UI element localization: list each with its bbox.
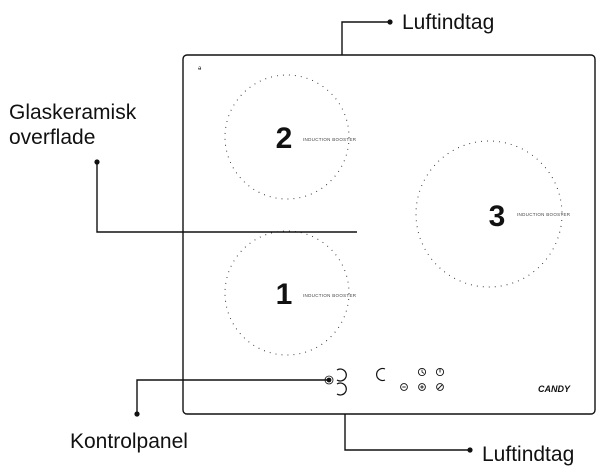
- callout-glass-ceramic: Glaskeramisk overflade: [9, 101, 357, 233]
- lock-stroke: [437, 384, 443, 390]
- zone-3-ring: [415, 140, 563, 288]
- zone-1: 1 INDUCTION BOOSTER: [224, 230, 357, 356]
- plus-icon[interactable]: [418, 383, 426, 391]
- lock-icon[interactable]: [436, 383, 444, 391]
- cooktop-outline: [182, 54, 596, 415]
- zone-2-number: 2: [276, 122, 293, 155]
- control-panel: [324, 367, 445, 396]
- zone-1-label: INDUCTION BOOSTER: [303, 293, 357, 298]
- zone-3: 3 INDUCTION BOOSTER: [415, 140, 571, 288]
- touch-arc-icon[interactable]: [336, 368, 347, 382]
- timer-hands: [421, 369, 425, 374]
- corner-mark: ə: [198, 66, 202, 72]
- zone-1-ring: [224, 230, 350, 356]
- minus-icon[interactable]: [400, 383, 408, 391]
- zone-2-label: INDUCTION BOOSTER: [303, 137, 357, 142]
- callout-control-panel: Kontrolpanel: [70, 379, 329, 453]
- callout-label-glass-ceramic-line2: overflade: [9, 126, 95, 149]
- brand-logo: CANDY: [538, 384, 571, 394]
- callout-label-air-intake-bottom: Luftindtag: [482, 443, 574, 466]
- callout-label-air-intake-top: Luftindtag: [402, 11, 494, 34]
- touch-arc-icon[interactable]: [336, 382, 347, 396]
- leader-dot: [134, 411, 140, 417]
- zone-3-number: 3: [489, 200, 506, 233]
- leader-line: [341, 21, 390, 55]
- zone-1-number: 1: [276, 278, 293, 311]
- callout-label-glass-ceramic-line1: Glaskeramisk: [9, 101, 137, 124]
- callout-label-control-panel: Kontrolpanel: [70, 430, 188, 453]
- zone-2-ring: [224, 74, 350, 200]
- zone-3-label: INDUCTION BOOSTER: [517, 212, 571, 217]
- leader-line: [344, 414, 470, 451]
- timer-icon[interactable]: [417, 367, 427, 377]
- callout-air-intake-top: Luftindtag: [341, 11, 494, 55]
- zone-2: 2 INDUCTION BOOSTER: [224, 74, 357, 200]
- callout-air-intake-bottom: Luftindtag: [344, 414, 574, 466]
- plus-stroke: [420, 385, 424, 389]
- leader-line: [96, 162, 357, 233]
- leader-dot: [467, 447, 473, 453]
- touch-arc-icon[interactable]: [376, 367, 386, 382]
- leader-line: [136, 379, 329, 414]
- leader-dot: [387, 19, 393, 25]
- power-icon[interactable]: [435, 367, 445, 377]
